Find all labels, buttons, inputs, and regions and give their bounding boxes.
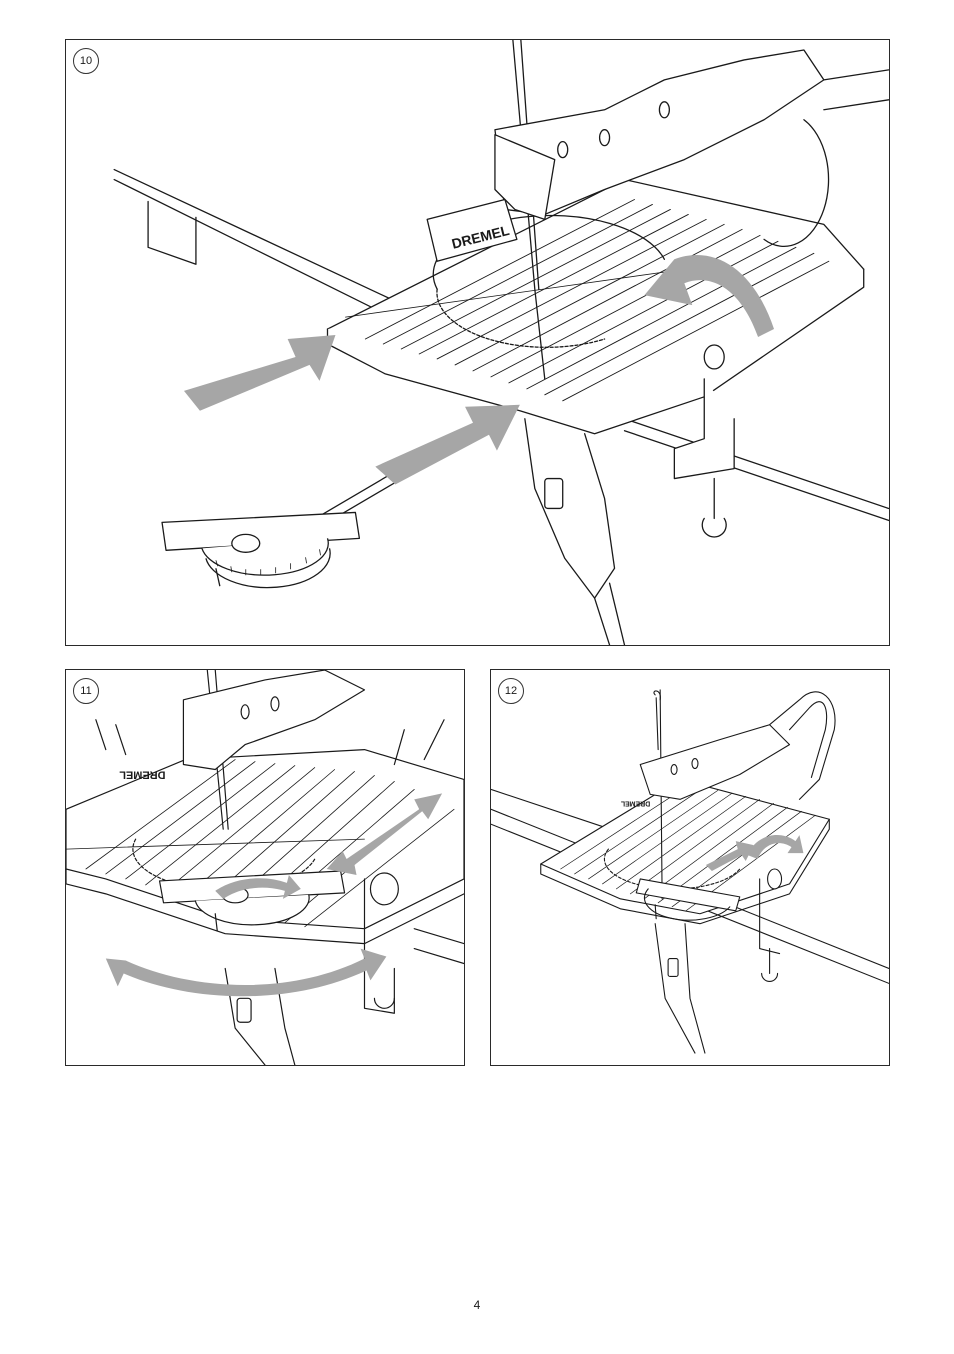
figure-12-illustration: DREMEL (491, 670, 889, 1065)
arrow-push-left (184, 335, 335, 411)
figure-12-panel: DREMEL 12 (490, 669, 890, 1066)
page-number: 4 (0, 1298, 954, 1312)
figure-10-panel: DREMEL 10 (65, 39, 890, 646)
figure-number: 11 (73, 678, 99, 704)
figure-number: 12 (498, 678, 524, 704)
figure-10-illustration: DREMEL (66, 40, 889, 645)
figure-11-illustration: DREMEL (66, 670, 464, 1065)
arrow-push-right (375, 405, 520, 485)
arrow-rotate-gauge (106, 949, 387, 997)
figure-11-panel: DREMEL 11 (65, 669, 465, 1066)
brand-label: DREMEL (620, 799, 650, 806)
brand-label: DREMEL (119, 768, 165, 780)
figure-number: 10 (73, 48, 99, 74)
